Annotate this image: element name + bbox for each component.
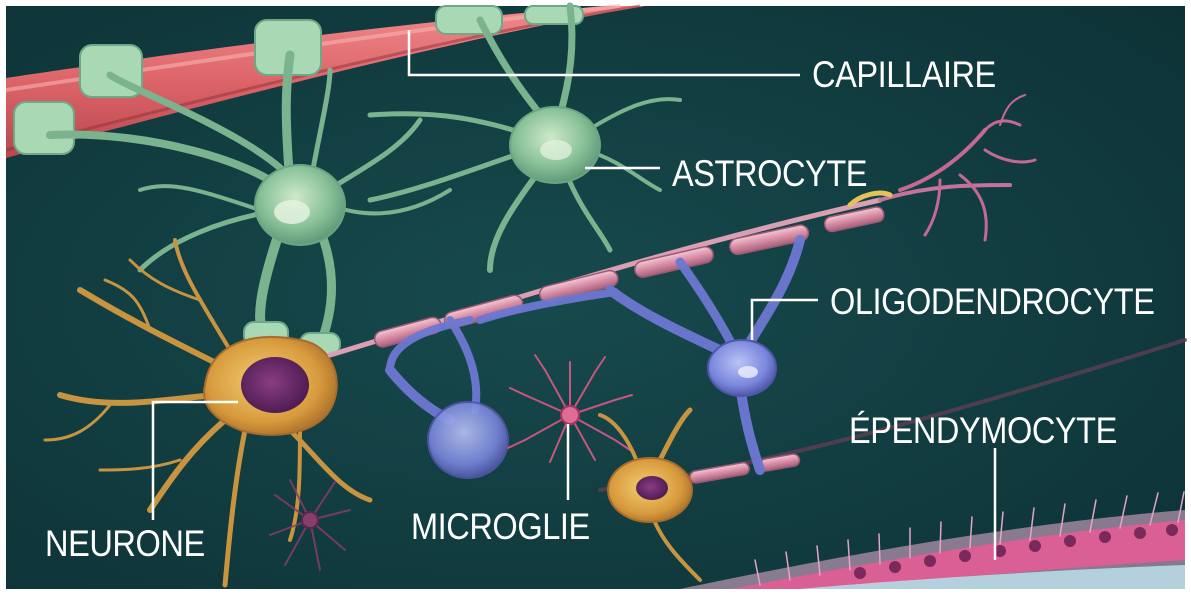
neuron-cell [204, 337, 337, 435]
capillaire-label: CAPILLAIRE [812, 56, 996, 93]
neurone-label: NEURONE [45, 525, 205, 562]
oligodendrocyte-label: OLIGODENDROCYTE [830, 283, 1154, 320]
ependymocyte-label: ÉPENDYMOCYTE [849, 412, 1117, 449]
microglie-label: MICROGLIE [411, 508, 590, 545]
astrocyte-label: ASTROCYTE [672, 155, 867, 192]
